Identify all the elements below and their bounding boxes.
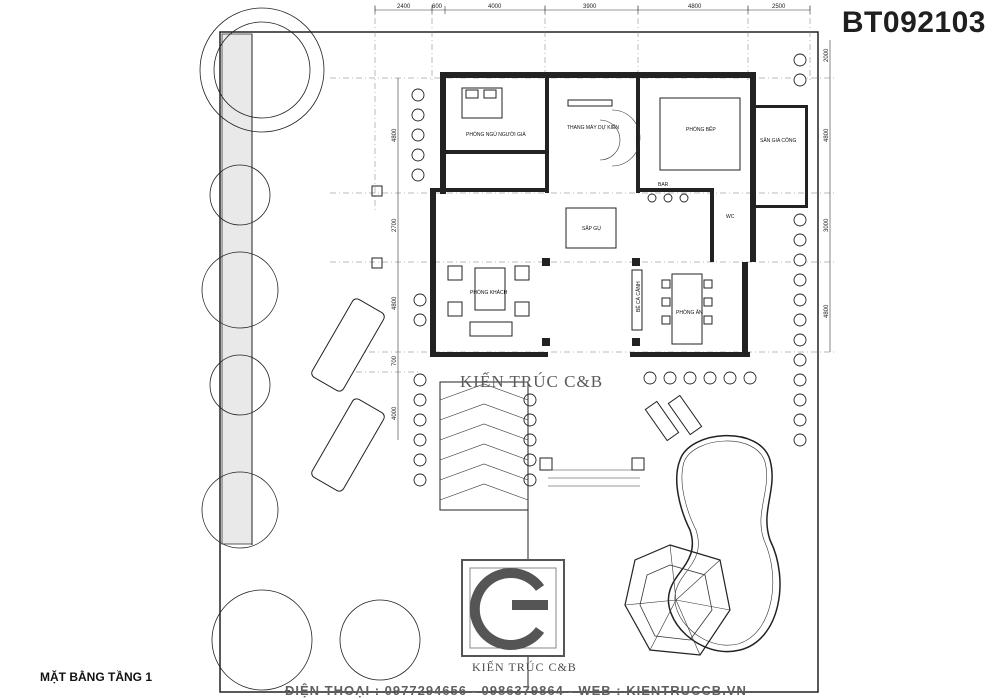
dim-top-5: 4800 (688, 4, 702, 10)
company-logo-mark (461, 559, 565, 657)
shrub-hedge (411, 53, 807, 487)
dim-left-1: 4800 (392, 128, 398, 142)
building-walls (430, 72, 808, 357)
dim-right-4: 4800 (824, 304, 830, 318)
dim-top-4: 3900 (583, 4, 597, 10)
label-elderly-bedroom: PHÒNG NGỦ NGƯỜI GIÀ (466, 131, 526, 138)
label-stair: THANG MÁY DỰ KIẾN (567, 124, 619, 131)
sun-loungers (644, 394, 703, 442)
dim-left-5: 4000 (392, 406, 398, 420)
label-dining: PHÒNG ĂN (676, 309, 703, 316)
grid-lines (330, 5, 835, 373)
dim-left-3: 4800 (392, 296, 398, 310)
dim-top-6: 2500 (772, 4, 786, 10)
label-kitchen: PHÒNG BẾP (686, 126, 716, 133)
top-dimension-chain: 2400 600 4000 3900 4800 2500 (374, 4, 811, 14)
dim-right-1: 2000 (824, 48, 830, 62)
site-boundary (219, 31, 819, 693)
drawing-title: MẶT BẰNG TẦNG 1 (40, 670, 152, 684)
trees-left (199, 7, 421, 691)
dim-left-4: 700 (392, 355, 398, 366)
staircase (567, 99, 641, 167)
contact-line: ĐIỆN THOẠI : 0977294656 - 0986379864 - W… (285, 683, 747, 698)
dim-top-3: 4000 (488, 4, 502, 10)
kitchen-island (659, 97, 741, 171)
right-dimension-chain: 2000 4800 3000 4800 (824, 40, 831, 352)
label-altar: SẬP GỤ (582, 225, 601, 232)
altar-platform (565, 207, 617, 249)
dining-table (661, 273, 713, 345)
fish-tank (631, 269, 643, 331)
bedroom-bed (461, 87, 503, 119)
watermark-brand: KIẾN TRÚC C&B (460, 372, 604, 391)
project-code: BT092103 (841, 6, 986, 39)
label-storage: SÂN GIA CÔNG (760, 137, 797, 144)
garden-path (221, 33, 253, 545)
dim-top-1: 2400 (397, 4, 411, 10)
parked-cars (311, 298, 385, 492)
gazebo (624, 544, 731, 656)
label-bar: BAR (658, 182, 669, 188)
label-living: PHÒNG KHÁCH (470, 289, 508, 296)
dim-right-2: 4800 (824, 128, 830, 142)
living-furniture (447, 265, 530, 337)
dim-right-3: 3000 (824, 218, 830, 232)
label-wc: WC (726, 214, 735, 220)
dim-left-2: 2700 (392, 218, 398, 232)
dim-top-2: 600 (432, 4, 443, 10)
label-display: BỂ CÁ CẢNH (635, 281, 642, 312)
logo-text: KIẾN TRÚC C&B (472, 660, 577, 674)
bar-stools (647, 193, 689, 203)
structural-columns (371, 185, 645, 471)
swimming-pool (667, 434, 781, 653)
left-dimension-chain: 4800 2700 4800 700 4000 (392, 78, 399, 440)
